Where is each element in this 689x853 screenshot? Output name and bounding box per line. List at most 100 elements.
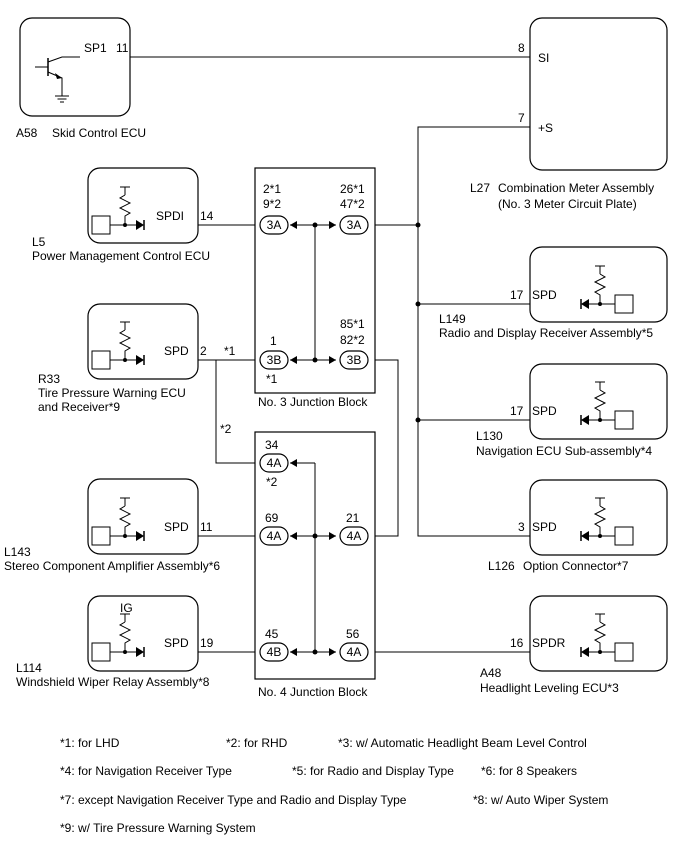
junction-block-3 [254, 167, 376, 394]
component-l149 [529, 246, 668, 323]
jb4-name: No. 4 Junction Block [258, 685, 368, 699]
jb3-3b-left-note: *1 [266, 372, 278, 386]
component-a58 [19, 17, 131, 117]
l126-ref: L126 [488, 559, 515, 573]
jb3-3b-left-pin: 1 [270, 334, 277, 348]
l27-name: Combination Meter Assembly [498, 181, 654, 195]
wire-3b-4a [368, 359, 399, 537]
r33-ref: R33 [38, 372, 60, 386]
l27-ref: L27 [470, 181, 490, 195]
jb4-4a-right-pin: 21 [346, 511, 360, 525]
jb3-3b-right-pin2: 82*2 [340, 333, 365, 347]
l143-pin: 11 [200, 520, 213, 534]
splice-dot [415, 417, 421, 423]
l126-pin: 3 [518, 520, 525, 534]
l114-pin: 19 [200, 636, 214, 650]
l27-name2: (No. 3 Meter Circuit Plate) [498, 197, 637, 211]
l126-name: Option Connector*7 [523, 559, 629, 573]
jb3-3b-right-pin1: 85*1 [340, 317, 365, 331]
l114-pin-name: SPD [164, 636, 189, 650]
r33-wire-note: *1 [224, 344, 236, 358]
footnotes: *1: for LHD *2: for RHD *3: w/ Automatic… [60, 736, 608, 835]
jb3-3b-left-label: 3B [267, 353, 282, 367]
rhd-branch-note: *2 [220, 422, 232, 436]
l126-pin-name: SPD [532, 520, 557, 534]
jb3-3a-right-label: 3A [347, 218, 362, 232]
jb3-3a-left-label: 3A [267, 218, 282, 232]
l114-ref: L114 [16, 661, 42, 675]
note-1: *1: for LHD [60, 736, 120, 750]
jb4-4a-top-note: *2 [266, 475, 278, 489]
wire-r33-rhd [215, 360, 260, 464]
component-l5 [87, 167, 199, 244]
jb4-4b-left-pin: 45 [265, 627, 279, 641]
jb4-4a-left-pin: 69 [265, 511, 279, 525]
jb3-3a-left-pin1: 2*1 [263, 182, 281, 196]
a48-name: Headlight Leveling ECU*3 [480, 681, 619, 695]
jb4-4a-top-pin: 34 [265, 438, 279, 452]
note-8: *8: w/ Auto Wiper System [473, 793, 608, 807]
component-l143 [87, 478, 199, 555]
component-a48 [529, 595, 668, 672]
a48-ref: A48 [480, 666, 502, 680]
note-2: *2: for RHD [226, 736, 288, 750]
jb4-4a-bottom-label: 4A [347, 645, 362, 659]
wire-plus-s-trunk [417, 126, 530, 537]
l149-pin-name: SPD [532, 288, 557, 302]
splice-dot [415, 301, 421, 307]
l130-name: Navigation ECU Sub-assembly*4 [476, 444, 652, 458]
l143-pin-name: SPD [164, 520, 189, 534]
l27-pin-s: 7 [518, 111, 525, 125]
note-6: *6: for 8 Speakers [481, 764, 577, 778]
jb3-3a-right-pin2: 47*2 [340, 197, 365, 211]
component-l114 [87, 595, 199, 672]
jb3-3b-right-label: 3B [347, 353, 362, 367]
note-7: *7: except Navigation Receiver Type and … [60, 793, 407, 807]
l5-pin-name: SPDI [156, 209, 184, 223]
l130-pin-name: SPD [532, 404, 557, 418]
l5-name: Power Management Control ECU [32, 249, 210, 263]
note-5: *5: for Radio and Display Type [292, 764, 454, 778]
note-4: *4: for Navigation Receiver Type [60, 764, 232, 778]
jb3-3a-left-pin2: 9*2 [263, 197, 281, 211]
jb4-4a-bottom-pin: 56 [346, 627, 360, 641]
l27-pin-s-name: +S [538, 121, 553, 135]
jb4-4a-left-label: 4A [267, 529, 282, 543]
note-3: *3: w/ Automatic Headlight Beam Level Co… [338, 736, 587, 750]
r33-name: Tire Pressure Warning ECU [38, 386, 186, 400]
a58-ref: A58 [16, 126, 38, 140]
junction-block-4 [254, 431, 376, 680]
component-l126 [529, 479, 668, 556]
l5-ref: L5 [32, 235, 46, 249]
component-r33 [87, 303, 199, 380]
l27-pin-si-name: SI [538, 51, 549, 65]
component-l130 [529, 363, 668, 440]
l149-pin: 17 [510, 288, 524, 302]
l149-name: Radio and Display Receiver Assembly*5 [439, 326, 653, 340]
l143-name: Stereo Component Amplifier Assembly*6 [4, 559, 220, 573]
jb4-4a-right-label: 4A [347, 529, 362, 543]
l114-name: Windshield Wiper Relay Assembly*8 [16, 675, 210, 689]
a58-pin: 11 [116, 41, 129, 55]
l5-pin: 14 [200, 209, 214, 223]
l114-power: IG [120, 601, 133, 615]
r33-pin: 2 [200, 344, 207, 358]
jb3-name: No. 3 Junction Block [258, 395, 368, 409]
a58-name: Skid Control ECU [52, 126, 146, 140]
l130-ref: L130 [476, 429, 503, 443]
jb3-3a-right-pin1: 26*1 [340, 182, 365, 196]
note-9: *9: w/ Tire Pressure Warning System [60, 821, 256, 835]
l143-ref: L143 [4, 545, 31, 559]
a48-pin: 16 [510, 636, 524, 650]
a48-pin-name: SPDR [532, 636, 566, 650]
a58-pin-name: SP1 [84, 41, 107, 55]
jb4-4b-left-label: 4B [267, 645, 282, 659]
r33-name2: and Receiver*9 [38, 400, 120, 414]
component-l27 [529, 17, 668, 171]
r33-pin-name: SPD [164, 344, 189, 358]
l130-pin: 17 [510, 404, 524, 418]
l27-pin-si: 8 [518, 41, 525, 55]
jb4-4a-top-label: 4A [267, 456, 282, 470]
l149-ref: L149 [439, 312, 466, 326]
